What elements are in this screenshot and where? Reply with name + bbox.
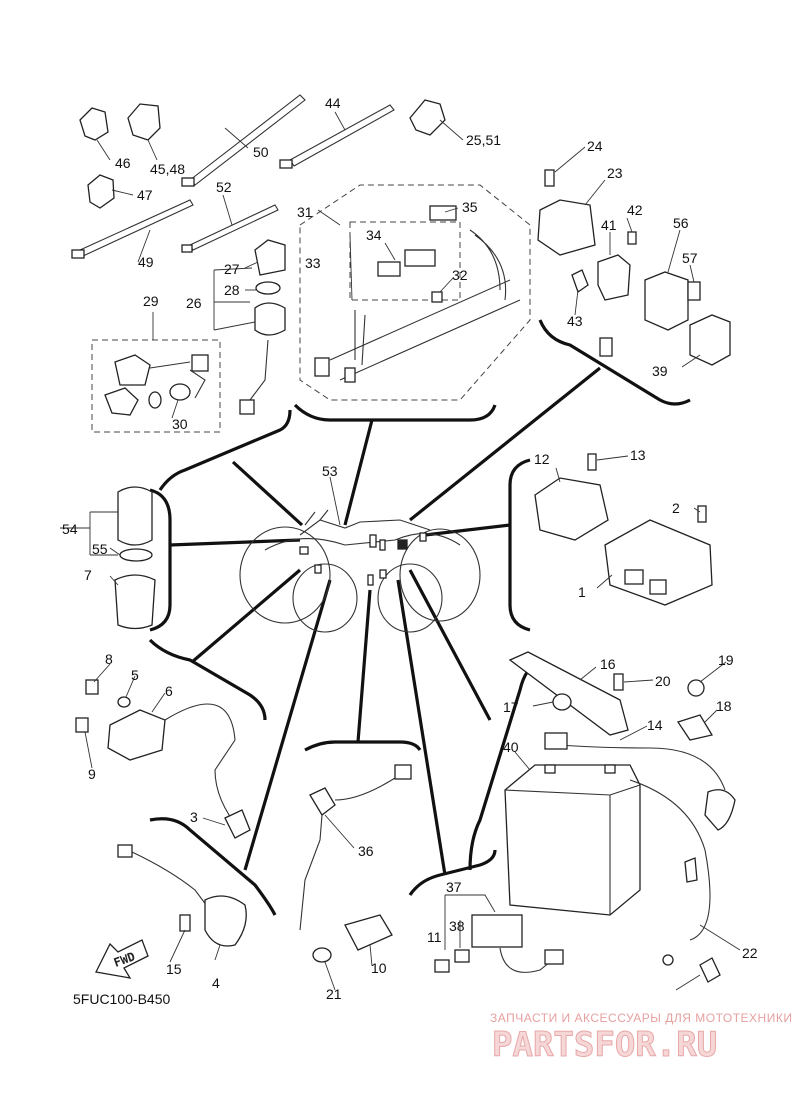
part-label: 11 xyxy=(427,929,442,945)
part-label: 56 xyxy=(673,215,689,231)
part-label: 45,48 xyxy=(150,161,185,177)
leader-lines xyxy=(60,111,741,991)
part-label: 28 xyxy=(224,282,240,298)
part-label: 26 xyxy=(186,295,202,311)
part-label: 20 xyxy=(655,673,671,689)
part-label: 38 xyxy=(449,918,465,934)
part-label: 25,51 xyxy=(466,132,501,148)
part-label: 44 xyxy=(325,95,341,111)
part-label: 31 xyxy=(297,204,313,220)
part-label: 24 xyxy=(587,138,603,154)
part-label: 7 xyxy=(84,567,92,583)
part-label: 36 xyxy=(358,843,374,859)
part-label: 57 xyxy=(682,250,698,266)
part-label: 4 xyxy=(212,975,220,991)
part-label: 55 xyxy=(92,541,108,557)
part-label: 6 xyxy=(165,683,173,699)
part-label: 41 xyxy=(601,217,617,233)
diagram-code: 5FUC100-B450 xyxy=(73,991,170,1007)
part-label: 2 xyxy=(672,500,680,516)
part-label: 30 xyxy=(172,416,188,432)
part-label: 33 xyxy=(305,255,321,271)
part-label: 39 xyxy=(652,363,668,379)
part-label: 21 xyxy=(326,986,342,1002)
part-label: 49 xyxy=(138,254,154,270)
part-label: 22 xyxy=(742,945,758,961)
part-label: 12 xyxy=(534,451,550,467)
part-label: 50 xyxy=(253,144,269,160)
vehicle-outline xyxy=(239,509,481,633)
group-callout-lines xyxy=(148,319,691,916)
part-label: 5 xyxy=(131,667,139,683)
part-label: 42 xyxy=(627,202,643,218)
part-label: 29 xyxy=(143,293,159,309)
part-label: 27 xyxy=(224,261,240,277)
part-label: 14 xyxy=(647,717,663,733)
part-label: 23 xyxy=(607,165,623,181)
part-label: 34 xyxy=(366,227,382,243)
part-label: 10 xyxy=(371,960,387,976)
part-label: 47 xyxy=(137,187,153,203)
part-label: 18 xyxy=(716,698,732,714)
parts xyxy=(71,94,736,983)
part-label: 15 xyxy=(166,961,182,977)
part-label: 8 xyxy=(105,651,113,667)
part-label: 13 xyxy=(630,447,646,463)
part-label: 52 xyxy=(216,179,232,195)
part-label: 3 xyxy=(190,809,198,825)
part-label: 35 xyxy=(462,199,478,215)
part-label: 40 xyxy=(503,739,519,755)
watermark-tagline: ЗАПЧАСТИ И АКСЕССУАРЫ ДЛЯ МОТОТЕХНИКИ xyxy=(490,1011,792,1025)
part-label: 37 xyxy=(446,879,462,895)
part-label: 9 xyxy=(88,766,96,782)
part-label: 54 xyxy=(62,521,78,537)
part-labels: 46 45,48 50 44 25,51 47 49 52 24 23 42 5… xyxy=(62,95,758,1002)
part-label: 16 xyxy=(600,656,616,672)
part-label: 53 xyxy=(322,463,338,479)
part-label: 1 xyxy=(578,584,586,600)
part-label: 32 xyxy=(452,267,468,283)
part-label: 19 xyxy=(718,652,734,668)
watermark-brand: PARTSFOR.RU xyxy=(492,1025,717,1065)
part-label: 17 xyxy=(503,699,519,715)
fwd-arrow-icon xyxy=(95,939,149,979)
part-label: 46 xyxy=(115,155,131,171)
part-label: 43 xyxy=(567,313,583,329)
fwd-label: FWD xyxy=(112,949,137,970)
